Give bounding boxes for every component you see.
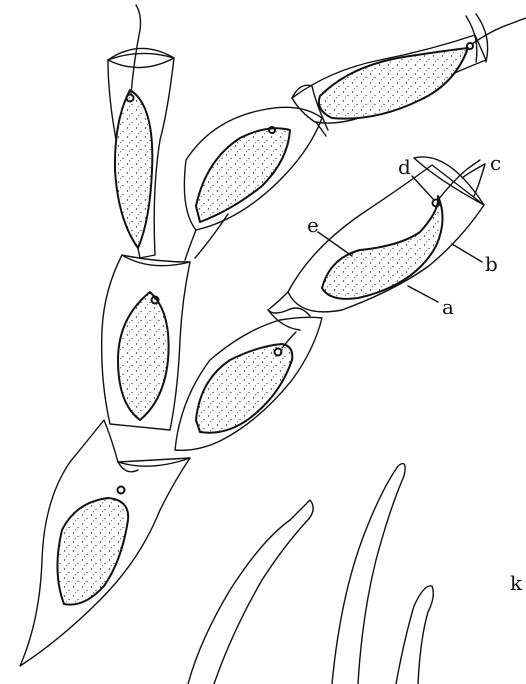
protoplast bbox=[196, 344, 292, 433]
stalk-filaments bbox=[188, 464, 433, 684]
flagellum bbox=[472, 18, 526, 44]
protoplast bbox=[118, 292, 169, 420]
lorica-top-right bbox=[292, 14, 526, 136]
protoplast bbox=[319, 48, 468, 119]
protoplast bbox=[115, 90, 152, 248]
flagellum bbox=[438, 160, 480, 200]
label-k: k bbox=[510, 571, 523, 595]
label-a: a bbox=[442, 295, 454, 319]
label-b: b bbox=[485, 252, 498, 276]
protoplast bbox=[196, 128, 290, 222]
lorica-upper-middle bbox=[184, 107, 322, 260]
lorica-top-left bbox=[108, 5, 174, 258]
lorica-middle-left bbox=[102, 255, 190, 430]
label-c: c bbox=[490, 151, 501, 175]
label-d: d bbox=[398, 155, 411, 179]
lorica-middle-right bbox=[175, 317, 322, 450]
lorica-bottom bbox=[20, 420, 190, 666]
label-e: e bbox=[307, 213, 319, 237]
stigma bbox=[118, 487, 125, 494]
protoplast bbox=[57, 498, 128, 605]
